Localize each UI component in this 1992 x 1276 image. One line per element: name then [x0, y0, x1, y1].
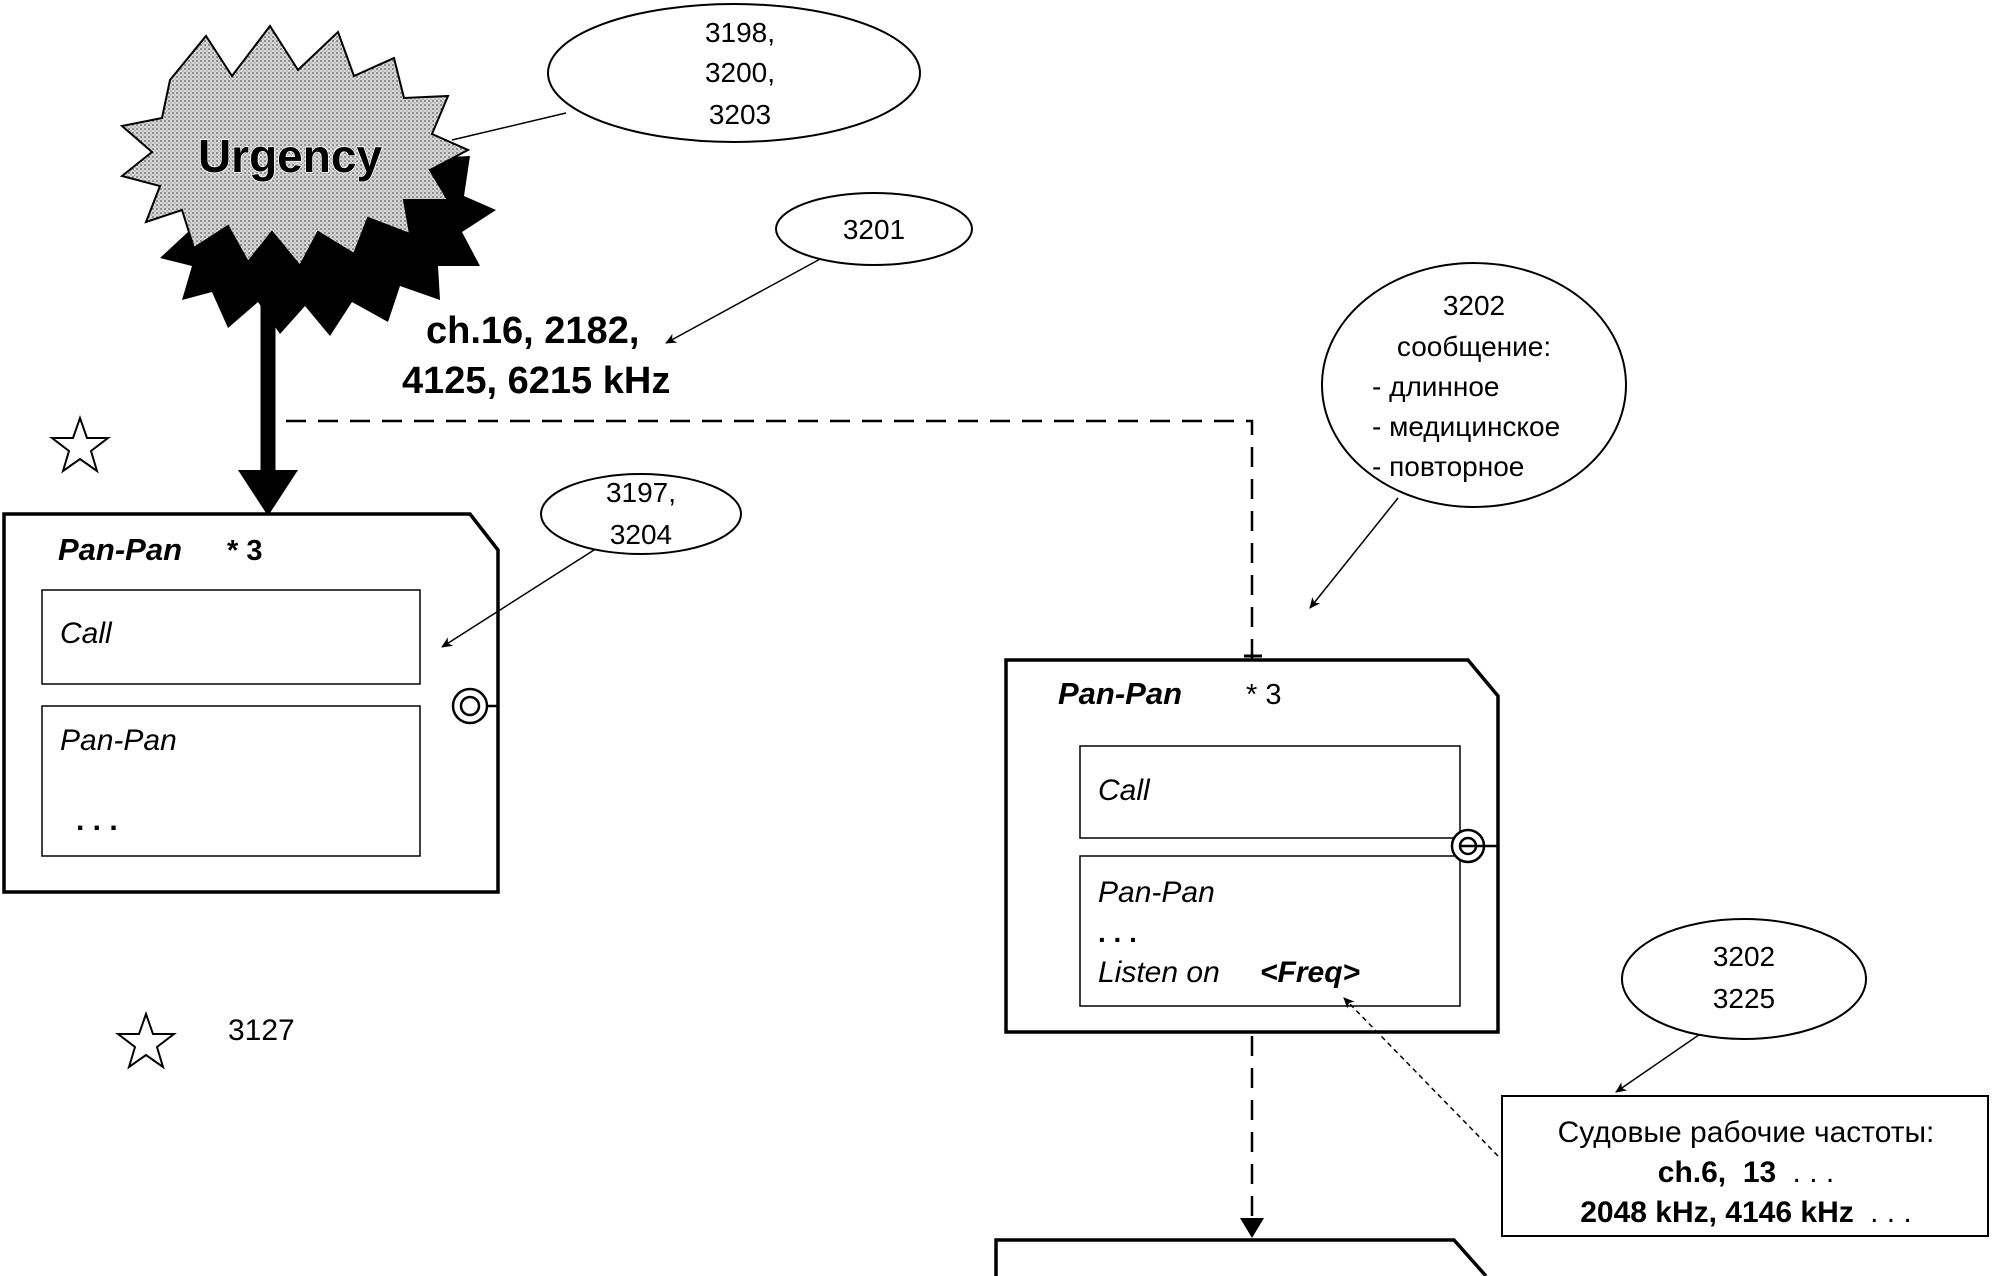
callout-card-left-ellipse	[540, 473, 742, 555]
card-left-body-field	[41, 705, 421, 857]
callout-urgency-ellipse	[547, 3, 921, 143]
channels-line-2: 4125, 6215 kHz	[402, 360, 670, 402]
callout-channels-text: 3201	[843, 214, 905, 245]
card-left-body-title: Pan-Pan	[60, 724, 177, 757]
card-next-partial	[994, 1238, 1488, 1276]
callout-freq-leader	[1615, 1029, 1707, 1093]
callout-message-leader	[1309, 497, 1399, 609]
card-right-call-label: Call	[1098, 774, 1151, 807]
callout-card-left: 3197, 3204	[441, 473, 742, 648]
callout-freq-text-1: 3202	[1713, 941, 1775, 972]
ship-freqs-channels-more: . . .	[1793, 1156, 1835, 1189]
callout-message-item-1: - длинное	[1372, 371, 1500, 402]
callout-message-title: сообщение:	[1397, 331, 1551, 362]
star-icon-top	[49, 414, 111, 474]
card-right-call-field	[1079, 745, 1461, 839]
card-right-listen-label: Listen on	[1098, 956, 1220, 989]
card-right-repeat: * 3	[1246, 679, 1281, 711]
card-left: Pan-Pan * 3 Call Pan-Pan . . .	[2, 512, 500, 894]
card-left-call-field	[41, 589, 421, 685]
callout-message-item-2: - медицинское	[1372, 411, 1560, 442]
channels-group: ch.16, 2182, 4125, 6215 kHz 3201	[402, 192, 973, 402]
star-icon-bottom	[115, 1010, 177, 1070]
callout-card-left-leader	[441, 549, 595, 648]
callout-freq: 3202 3225	[1615, 918, 1867, 1093]
card-right-ring-icon	[1450, 828, 1498, 864]
dashed-connector-to-right-card	[286, 419, 1254, 660]
callout-urgency-text-3: 3203	[709, 99, 771, 130]
card-right-body-field	[1079, 855, 1461, 1007]
ship-freqs-channels-line: ch.6, 13 . . .	[1658, 1156, 1834, 1189]
ship-freqs-khz-line: 2048 kHz, 4146 kHz . . .	[1580, 1196, 1912, 1229]
ship-freqs-khz: 2048 kHz, 4146 kHz	[1580, 1196, 1854, 1229]
callout-urgency-leader	[451, 112, 567, 141]
urgency-starburst-fill	[119, 24, 471, 268]
callout-urgency-text-2: 3200,	[705, 57, 775, 88]
callout-message-number: 3202	[1443, 290, 1505, 321]
card-right-body-title: Pan-Pan	[1098, 876, 1215, 909]
callout-channels-ellipse	[775, 192, 973, 266]
card-left-repeat: * 3	[227, 535, 262, 567]
urgency-label: Urgency	[198, 130, 382, 182]
ship-freqs-pointer	[1343, 997, 1499, 1157]
urgency-starburst: Urgency	[119, 24, 496, 336]
callout-message: 3202 сообщение: - длинное - медицинское …	[1309, 262, 1627, 609]
channels-line-1: ch.16, 2182,	[426, 310, 639, 352]
star-note-label: 3127	[228, 1014, 295, 1047]
callout-freq-ellipse	[1621, 918, 1867, 1040]
callout-message-ellipse	[1321, 262, 1627, 508]
ship-freqs-title: Судовые рабочие частоты:	[1558, 1116, 1935, 1149]
callout-card-left-text-2: 3204	[610, 519, 672, 550]
callout-urgency-text-1: 3198,	[705, 17, 775, 48]
dashed-arrow-down	[1240, 1036, 1264, 1238]
card-left-title: Pan-Pan	[58, 532, 182, 567]
callout-urgency-refs: 3198, 3200, 3203	[451, 3, 921, 143]
urgency-arrowhead	[238, 470, 298, 516]
card-right-freq-label: <Freq>	[1260, 956, 1360, 989]
urgency-to-card-arrow	[238, 295, 298, 516]
ship-freqs-channels: ch.6, 13	[1658, 1156, 1776, 1189]
card-right-title: Pan-Pan	[1058, 676, 1182, 711]
ship-freqs-khz-more: . . .	[1870, 1196, 1912, 1229]
callout-message-item-3: - повторное	[1372, 451, 1524, 482]
callout-card-left-text-1: 3197,	[606, 477, 676, 508]
card-left-call-label: Call	[60, 617, 113, 650]
dashed-arrow-head	[1240, 1218, 1264, 1238]
callout-channels-leader	[665, 257, 823, 344]
ship-freqs-box: Судовые рабочие частоты: ch.6, 13 . . . …	[1343, 997, 1989, 1237]
card-left-ellipsis: . . .	[76, 804, 118, 837]
card-right: Pan-Pan * 3 Call Pan-Pan . . . Listen on…	[1004, 654, 1500, 1034]
callout-freq-text-2: 3225	[1713, 983, 1775, 1014]
ship-freqs-frame	[1501, 1095, 1989, 1237]
card-left-ring-icon	[451, 687, 498, 725]
card-right-ellipsis: . . .	[1098, 917, 1137, 948]
